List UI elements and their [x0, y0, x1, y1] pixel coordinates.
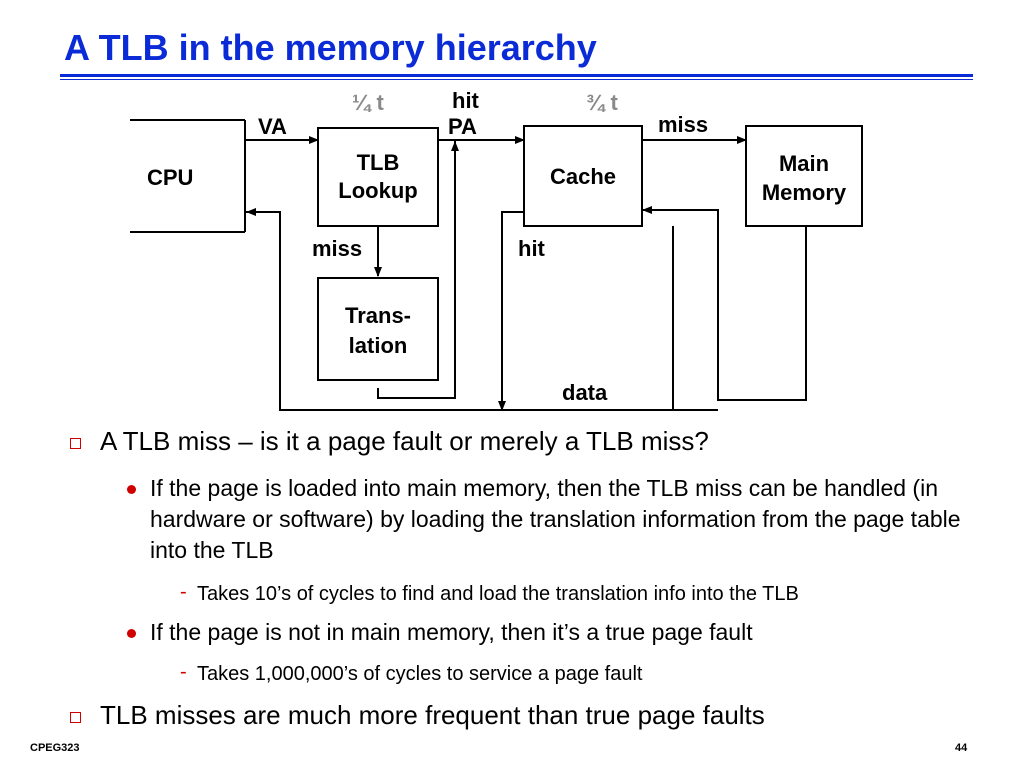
tlb-label-1: TLB [356, 150, 400, 175]
three-quarter-t-label: ¾ t [586, 90, 618, 115]
cache-return [501, 211, 524, 410]
cache-box [523, 125, 643, 227]
pa-label: PA [448, 114, 477, 139]
miss-label-left: miss [312, 236, 363, 261]
bullet-dash: - [180, 581, 187, 603]
hit-label-top: hit [452, 88, 479, 113]
bullet-1-2-text: If the page is not in main memory, then … [150, 619, 753, 645]
title-underline [60, 74, 973, 77]
title-underline-thin [60, 79, 973, 80]
cache-label: Cache [549, 164, 617, 189]
translation-return [377, 140, 456, 399]
main-memory-box [745, 125, 863, 227]
bullet-square [70, 438, 81, 449]
bullet-1-2-1-text: Takes 1,000,000’s of cycles to service a… [197, 663, 643, 685]
bullet-1-1-text: If the page is loaded into main memory, … [150, 475, 961, 564]
main-memory-label-2: Memory [761, 180, 847, 205]
bullet-1-1-1-text: Takes 10’s of cycles to find and load th… [197, 583, 799, 605]
hit-label-bottom: hit [518, 236, 545, 261]
translation-box [317, 277, 439, 381]
quarter-t-label: ¼ t [352, 90, 384, 115]
tlb-label-2: Lookup [338, 178, 418, 203]
cpu-label: CPU [147, 165, 194, 190]
va-label: VA [258, 114, 287, 139]
translation-label-2: lation [348, 333, 408, 358]
page-title: A TLB in the memory hierarchy [64, 27, 597, 68]
data-label: data [562, 380, 608, 405]
bullet-dash: - [180, 661, 187, 683]
footer-course-code: CPEG323 [30, 742, 80, 754]
main-memory-label-1: Main [778, 151, 830, 176]
bullet-dot [127, 629, 136, 638]
memory-return [642, 209, 807, 401]
bullet-square [70, 712, 81, 723]
translation-label-1: Trans- [344, 303, 412, 328]
footer-page-number: 44 [955, 742, 968, 754]
miss-label-top: miss [658, 112, 709, 137]
bullet-1-text: A TLB miss – is it a page fault or merel… [100, 426, 709, 456]
tlb-lookup-box [317, 127, 439, 227]
bullet-dot [127, 485, 136, 494]
bullet-2-text: TLB misses are much more frequent than t… [100, 700, 765, 730]
memory-hierarchy-diagram [130, 119, 863, 411]
